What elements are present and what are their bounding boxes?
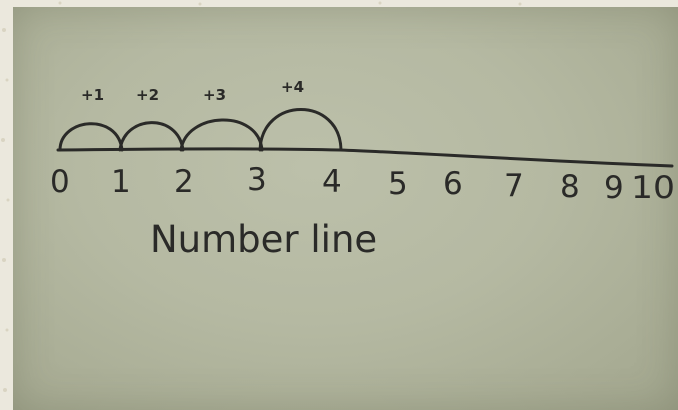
jump-arc-1	[58, 122, 124, 152]
tick-number-0: 0	[50, 164, 70, 200]
tick-number-9: 9	[604, 170, 624, 206]
tick-number-2: 2	[174, 164, 194, 200]
tick-number-5: 5	[388, 166, 408, 202]
number-line	[56, 147, 674, 168]
tick-number-7: 7	[504, 168, 524, 204]
tick-number-8: 8	[560, 169, 580, 205]
number-line-caption: Number line	[150, 218, 377, 261]
jump-label-3: +3	[203, 86, 226, 104]
tick-number-3: 3	[247, 162, 267, 198]
jump-label-4: +4	[281, 78, 304, 96]
jump-label-1: +1	[81, 86, 104, 104]
tick-number-10: 10	[631, 170, 675, 206]
tick-number-6: 6	[443, 166, 463, 202]
tick-number-1: 1	[111, 164, 131, 200]
whiteboard-photo	[13, 7, 678, 410]
jump-arc-3	[179, 118, 264, 152]
jump-arc-2	[118, 121, 185, 152]
jump-label-2: +2	[136, 86, 159, 104]
tick-number-4: 4	[322, 164, 342, 200]
jump-arc-4	[258, 108, 343, 152]
